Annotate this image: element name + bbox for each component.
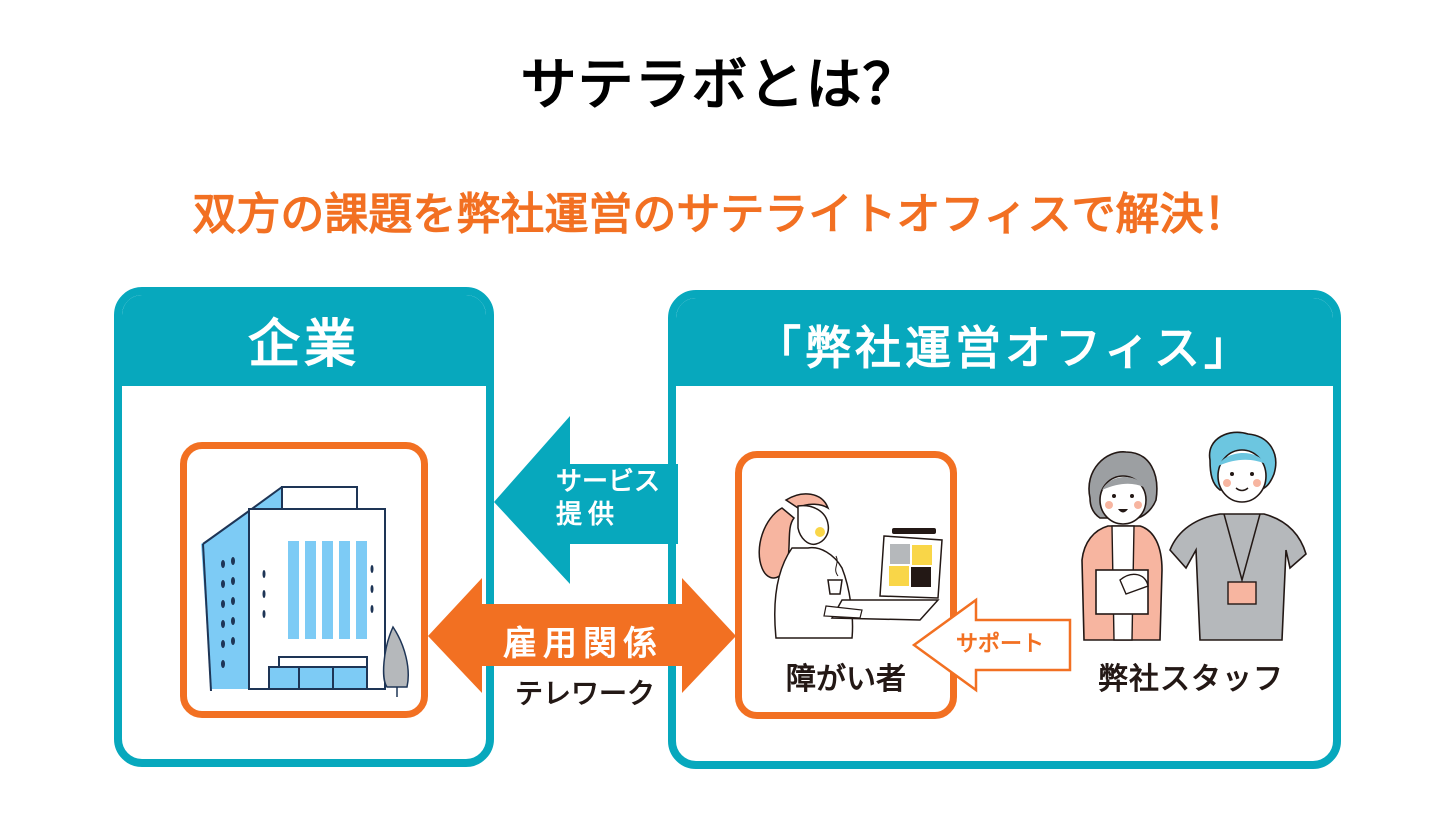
worker-card: 障がい者 xyxy=(735,451,957,719)
support-arrow-label: サポート xyxy=(956,632,1045,657)
company-panel-header: 企業 xyxy=(122,295,486,386)
service-label-line1: サービス xyxy=(556,467,661,497)
page-subtitle: 双方の課題を弊社運営のサテライトオフィスで解決！ xyxy=(192,189,1248,240)
service-label-line2: 提供 xyxy=(556,500,621,530)
employment-arrow-label: 雇用関係 xyxy=(503,624,663,664)
staff-people-icon xyxy=(1081,431,1307,641)
service-arrow-label: サービス 提供 xyxy=(556,466,660,532)
remote-worker-laptop-icon xyxy=(758,493,943,639)
worker-label: 障がい者 xyxy=(786,662,906,697)
telework-caption: テレワーク xyxy=(514,677,655,710)
office-building-icon xyxy=(201,486,409,697)
support-arrow-shape xyxy=(911,597,1072,693)
service-arrow-shape xyxy=(494,416,678,584)
company-panel: 企業 xyxy=(114,287,494,767)
page-title: サテラボとは？ xyxy=(520,53,920,118)
employment-arrow-shape xyxy=(428,578,736,693)
staff-label: 弊社スタッフ xyxy=(1098,662,1284,697)
company-card xyxy=(180,442,428,718)
office-panel-header: 「弊社運営オフィス」 xyxy=(676,298,1333,386)
